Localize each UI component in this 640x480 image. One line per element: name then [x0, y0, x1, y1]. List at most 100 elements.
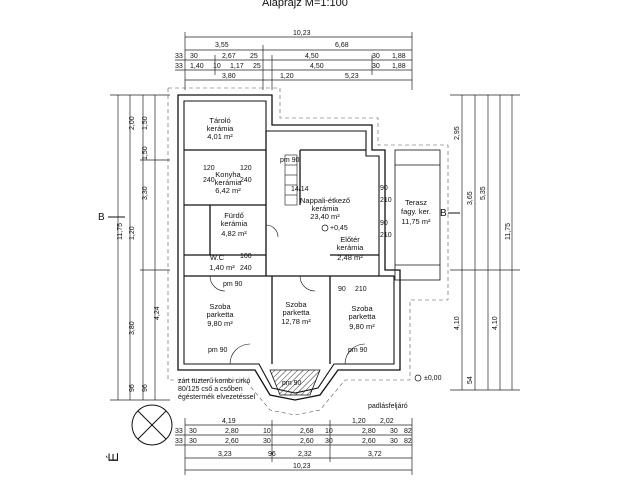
dim-top-2e: 4,50	[305, 53, 319, 60]
dim-top-1b: 6,68	[335, 42, 349, 49]
chimney-note-1: zárt tüzterű kombi cirkó	[178, 378, 250, 385]
room-floor-eloter: kerámia	[337, 243, 365, 252]
door-size-2: 240	[240, 177, 252, 184]
room-name-szoba-1: Szoba	[209, 302, 231, 311]
dim-top-2a: 33	[175, 53, 183, 60]
dim-top-2f: 30	[372, 53, 380, 60]
door-size-9: 100	[240, 253, 252, 260]
dim-bottom-3h: 30	[390, 438, 398, 445]
dim-top-4c: 5,23	[345, 73, 359, 80]
room-floor-szoba-2: parketta	[282, 308, 310, 317]
dim-bottom-3g: 2,60	[362, 438, 376, 445]
dim-bottom-3b: 30	[189, 438, 197, 445]
room-area-furdo: 4,82 m²	[221, 229, 247, 238]
dim-left-5: 1,20	[129, 226, 136, 240]
dim-bottom-2b: 30	[189, 428, 197, 435]
room-name-wc: W.C	[210, 253, 225, 262]
room-name-szoba-2: Szoba	[285, 300, 307, 309]
dim-bottom-2h: 30	[390, 428, 398, 435]
dim-left-3: 3,30	[142, 186, 149, 200]
dim-top-total: 10,23	[293, 30, 311, 37]
door-size-3: 120	[203, 165, 215, 172]
left-dimension-texts: 2,00 1,50 3,30 1,50 1,20 11,75 3,80 4,24…	[117, 116, 161, 392]
dim-top-2d: 25	[250, 53, 258, 60]
dim-bottom-3c: 2,60	[225, 438, 239, 445]
door-size-7: 90	[380, 220, 388, 227]
dim-top-3e: 25	[253, 63, 261, 70]
room-labels: Tároló kerámia 4,01 m² Konyha kerámia 6,…	[206, 116, 431, 331]
dim-bottom-2g: 2,80	[362, 428, 376, 435]
pm-label-4: pm 90	[282, 380, 302, 387]
dim-top-3h: 1,88	[392, 63, 406, 70]
dim-top-3c: 10	[213, 63, 221, 70]
room-floor-szoba-1: parketta	[206, 310, 234, 319]
door-size-12: 210	[355, 286, 367, 293]
dim-right-3: 5,35	[480, 186, 487, 200]
chimney-note: zárt tüzterű kombi cirkó 80/125 cső a cs…	[178, 378, 255, 401]
dim-bottom-2d: 10	[263, 428, 271, 435]
room-name-tarolo: Tároló	[209, 116, 230, 125]
dim-bottom-4b: 96	[268, 451, 276, 458]
dim-top-3g: 30	[372, 63, 380, 70]
pm-label-1: pm 90	[280, 157, 300, 164]
dim-left-1: 2,00	[129, 116, 136, 130]
dim-top-3d: 1,17	[230, 63, 244, 70]
dim-bottom-1b: 1,20	[352, 418, 366, 425]
level-mark-outside: ±0,00	[414, 374, 442, 382]
door-size-1: 120	[240, 165, 252, 172]
left-dimension-lines	[110, 94, 170, 401]
stair	[284, 154, 298, 206]
dim-bottom-2i: 82	[404, 428, 412, 435]
room-area-szoba-1: 9,80 m²	[207, 319, 233, 328]
north-label: É	[105, 453, 121, 462]
dim-bottom-2c: 2,80	[225, 428, 239, 435]
door-size-4: 240	[203, 177, 215, 184]
dim-left-8: 4,24	[154, 306, 161, 320]
dim-left-7: 3,80	[129, 321, 136, 335]
dim-top-2g: 1,88	[392, 53, 406, 60]
room-floor-furdo: kerámia	[221, 219, 249, 228]
terrace-outline	[394, 149, 441, 281]
dim-right-7: 54	[467, 376, 474, 384]
dim-top-3b: 1,40	[190, 63, 204, 70]
door-swings	[209, 224, 366, 365]
pm-label-2: pm 90	[208, 347, 228, 354]
bottom-dimension-lines	[175, 418, 413, 475]
room-area-eloter: 2,48 m²	[337, 253, 363, 262]
room-area-wc: 1,40 m²	[209, 263, 235, 272]
dim-bottom-4c: 2,32	[298, 451, 312, 458]
dim-top-1a: 3,55	[215, 42, 229, 49]
room-area-nappali: 23,40 m²	[310, 212, 340, 221]
dim-bottom-total: 10,23	[293, 463, 311, 470]
level-inside-text: +0,45	[330, 225, 348, 232]
right-dimension-lines	[450, 94, 520, 391]
stair-label: 14/14	[291, 186, 309, 193]
dim-top-2b: 30	[190, 53, 198, 60]
level-outside-text: ±0,00	[424, 375, 442, 382]
north-arrow-icon: É	[105, 404, 173, 462]
door-labels: pm 90 pm 90 pm 90 pm 90 pm 90 120 240 12…	[203, 157, 392, 387]
room-area-tarolo: 4,01 m²	[207, 132, 233, 141]
dim-left-6: 11,75	[117, 223, 124, 240]
dim-left-4: 1,50	[142, 146, 149, 160]
door-size-10: 240	[240, 265, 252, 272]
right-dimension-texts: 2,95 3,65 5,35 11,75 4,10 4,10 54	[454, 126, 512, 384]
door-size-6: 210	[380, 197, 392, 204]
section-marker-left: B	[98, 212, 105, 223]
room-name-furdo: Fürdő	[224, 211, 244, 220]
room-floor-nappali: kerámia	[312, 204, 340, 213]
dim-bottom-3i: 82	[404, 438, 412, 445]
outer-walls	[177, 94, 401, 401]
pm-label-5: pm 90	[223, 281, 243, 288]
dim-bottom-2f: 10	[325, 428, 333, 435]
level-mark-inside: +0,45	[321, 224, 348, 232]
dim-bottom-2a: 33	[175, 428, 183, 435]
dim-bottom-3e: 2,60	[300, 438, 314, 445]
dim-bottom-3a: 33	[175, 438, 183, 445]
room-floor-konyha: kerámia	[215, 178, 243, 187]
dim-bottom-4d: 3,72	[368, 451, 382, 458]
dim-bottom-1a: 4,19	[222, 418, 236, 425]
dim-right-2: 3,65	[467, 191, 474, 205]
room-area-terasz: 11,75 m²	[401, 217, 431, 226]
